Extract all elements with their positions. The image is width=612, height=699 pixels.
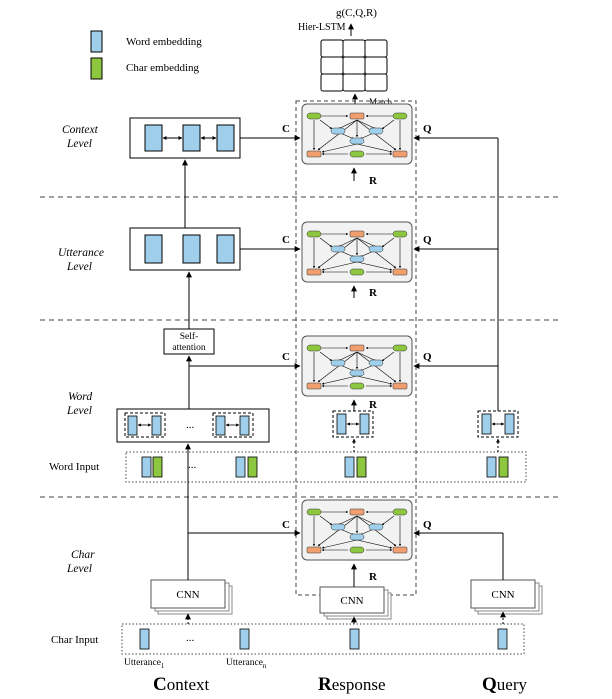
- matcher-utterance-level: [302, 222, 412, 282]
- char-input-label: Char Input: [51, 634, 98, 646]
- column-captions: Context Response Query: [153, 674, 527, 695]
- matcher-word-level: [302, 336, 412, 396]
- q-label-context: Q: [423, 123, 432, 135]
- word-level-label: Word: [68, 391, 92, 403]
- legend-word-embedding: Word embedding: [126, 36, 202, 48]
- arrow-labels: C Q R C Q R C Q R C Q R: [282, 123, 432, 583]
- context-level-label: Context: [62, 124, 99, 136]
- utterance-level-label-2: Level: [66, 261, 92, 273]
- word-level-query-box: [477, 410, 519, 438]
- char-input-strip: ...: [121, 623, 525, 655]
- char-embedding-swatch: [90, 57, 103, 80]
- utterance-1-caption: Utterance1: [124, 658, 165, 670]
- word-level-context-box: ...: [116, 408, 270, 443]
- level-labels: Context Level Utterance Level Word Level…: [49, 124, 104, 646]
- self-attention-label: Self-: [180, 331, 198, 342]
- word-embedding-swatch: [90, 30, 103, 53]
- c-label-char: C: [282, 519, 290, 531]
- char-level-label: Char: [71, 549, 95, 561]
- output-label: g(C,Q,R): [336, 7, 377, 19]
- word-level-response-box: [332, 410, 374, 438]
- cnn-response: CNN: [319, 586, 392, 620]
- utterance-level-label: Utterance: [58, 247, 104, 259]
- self-attention-box: Self- attention: [163, 328, 215, 355]
- match-label: Match: [369, 97, 392, 107]
- char-level-label-2: Level: [66, 563, 92, 575]
- cnn-query: CNN: [470, 579, 543, 615]
- query-column-caption: Query: [482, 674, 527, 695]
- word-level-ellipsis: ...: [186, 419, 195, 431]
- c-label-context: C: [282, 123, 290, 135]
- legend-char-embedding: Char embedding: [126, 62, 200, 74]
- connections: [182, 135, 506, 624]
- r-label-utterance: R: [369, 287, 378, 299]
- r-label-char: R: [369, 571, 378, 583]
- word-input-strip: ...: [125, 451, 527, 483]
- cnn-context: CNN: [150, 579, 233, 615]
- r-label-context: R: [369, 175, 378, 187]
- q-label-utterance: Q: [423, 234, 432, 246]
- word-input-label: Word Input: [49, 461, 99, 473]
- context-level-box: [129, 117, 241, 159]
- cnn-context-label: CNN: [176, 589, 199, 601]
- utterance-level-box: [129, 227, 241, 271]
- context-level-label-2: Level: [66, 138, 92, 150]
- context-column-caption: Context: [153, 674, 210, 695]
- response-column-caption: Response: [318, 674, 386, 695]
- matcher-char-level: [302, 500, 412, 560]
- cnn-query-label: CNN: [491, 589, 514, 601]
- lstm-grid: [320, 39, 388, 92]
- q-label-char: Q: [423, 519, 432, 531]
- hier-lstm: g(C,Q,R) Hier-LSTM Match: [298, 7, 392, 108]
- char-input-ellipsis: ...: [186, 632, 195, 644]
- q-label-word: Q: [423, 351, 432, 363]
- r-label-word: R: [369, 399, 378, 411]
- legend: Word embedding Char embedding: [90, 30, 202, 80]
- c-label-word: C: [282, 351, 290, 363]
- c-label-utterance: C: [282, 234, 290, 246]
- cnn-response-label: CNN: [340, 595, 363, 607]
- word-level-label-2: Level: [66, 405, 92, 417]
- self-attention-label-2: attention: [172, 343, 205, 353]
- word-input-ellipsis: ...: [188, 459, 197, 471]
- hier-lstm-label: Hier-LSTM: [298, 22, 346, 33]
- matcher-context-level: [302, 104, 412, 164]
- utterance-n-caption: Utterancen: [226, 658, 267, 670]
